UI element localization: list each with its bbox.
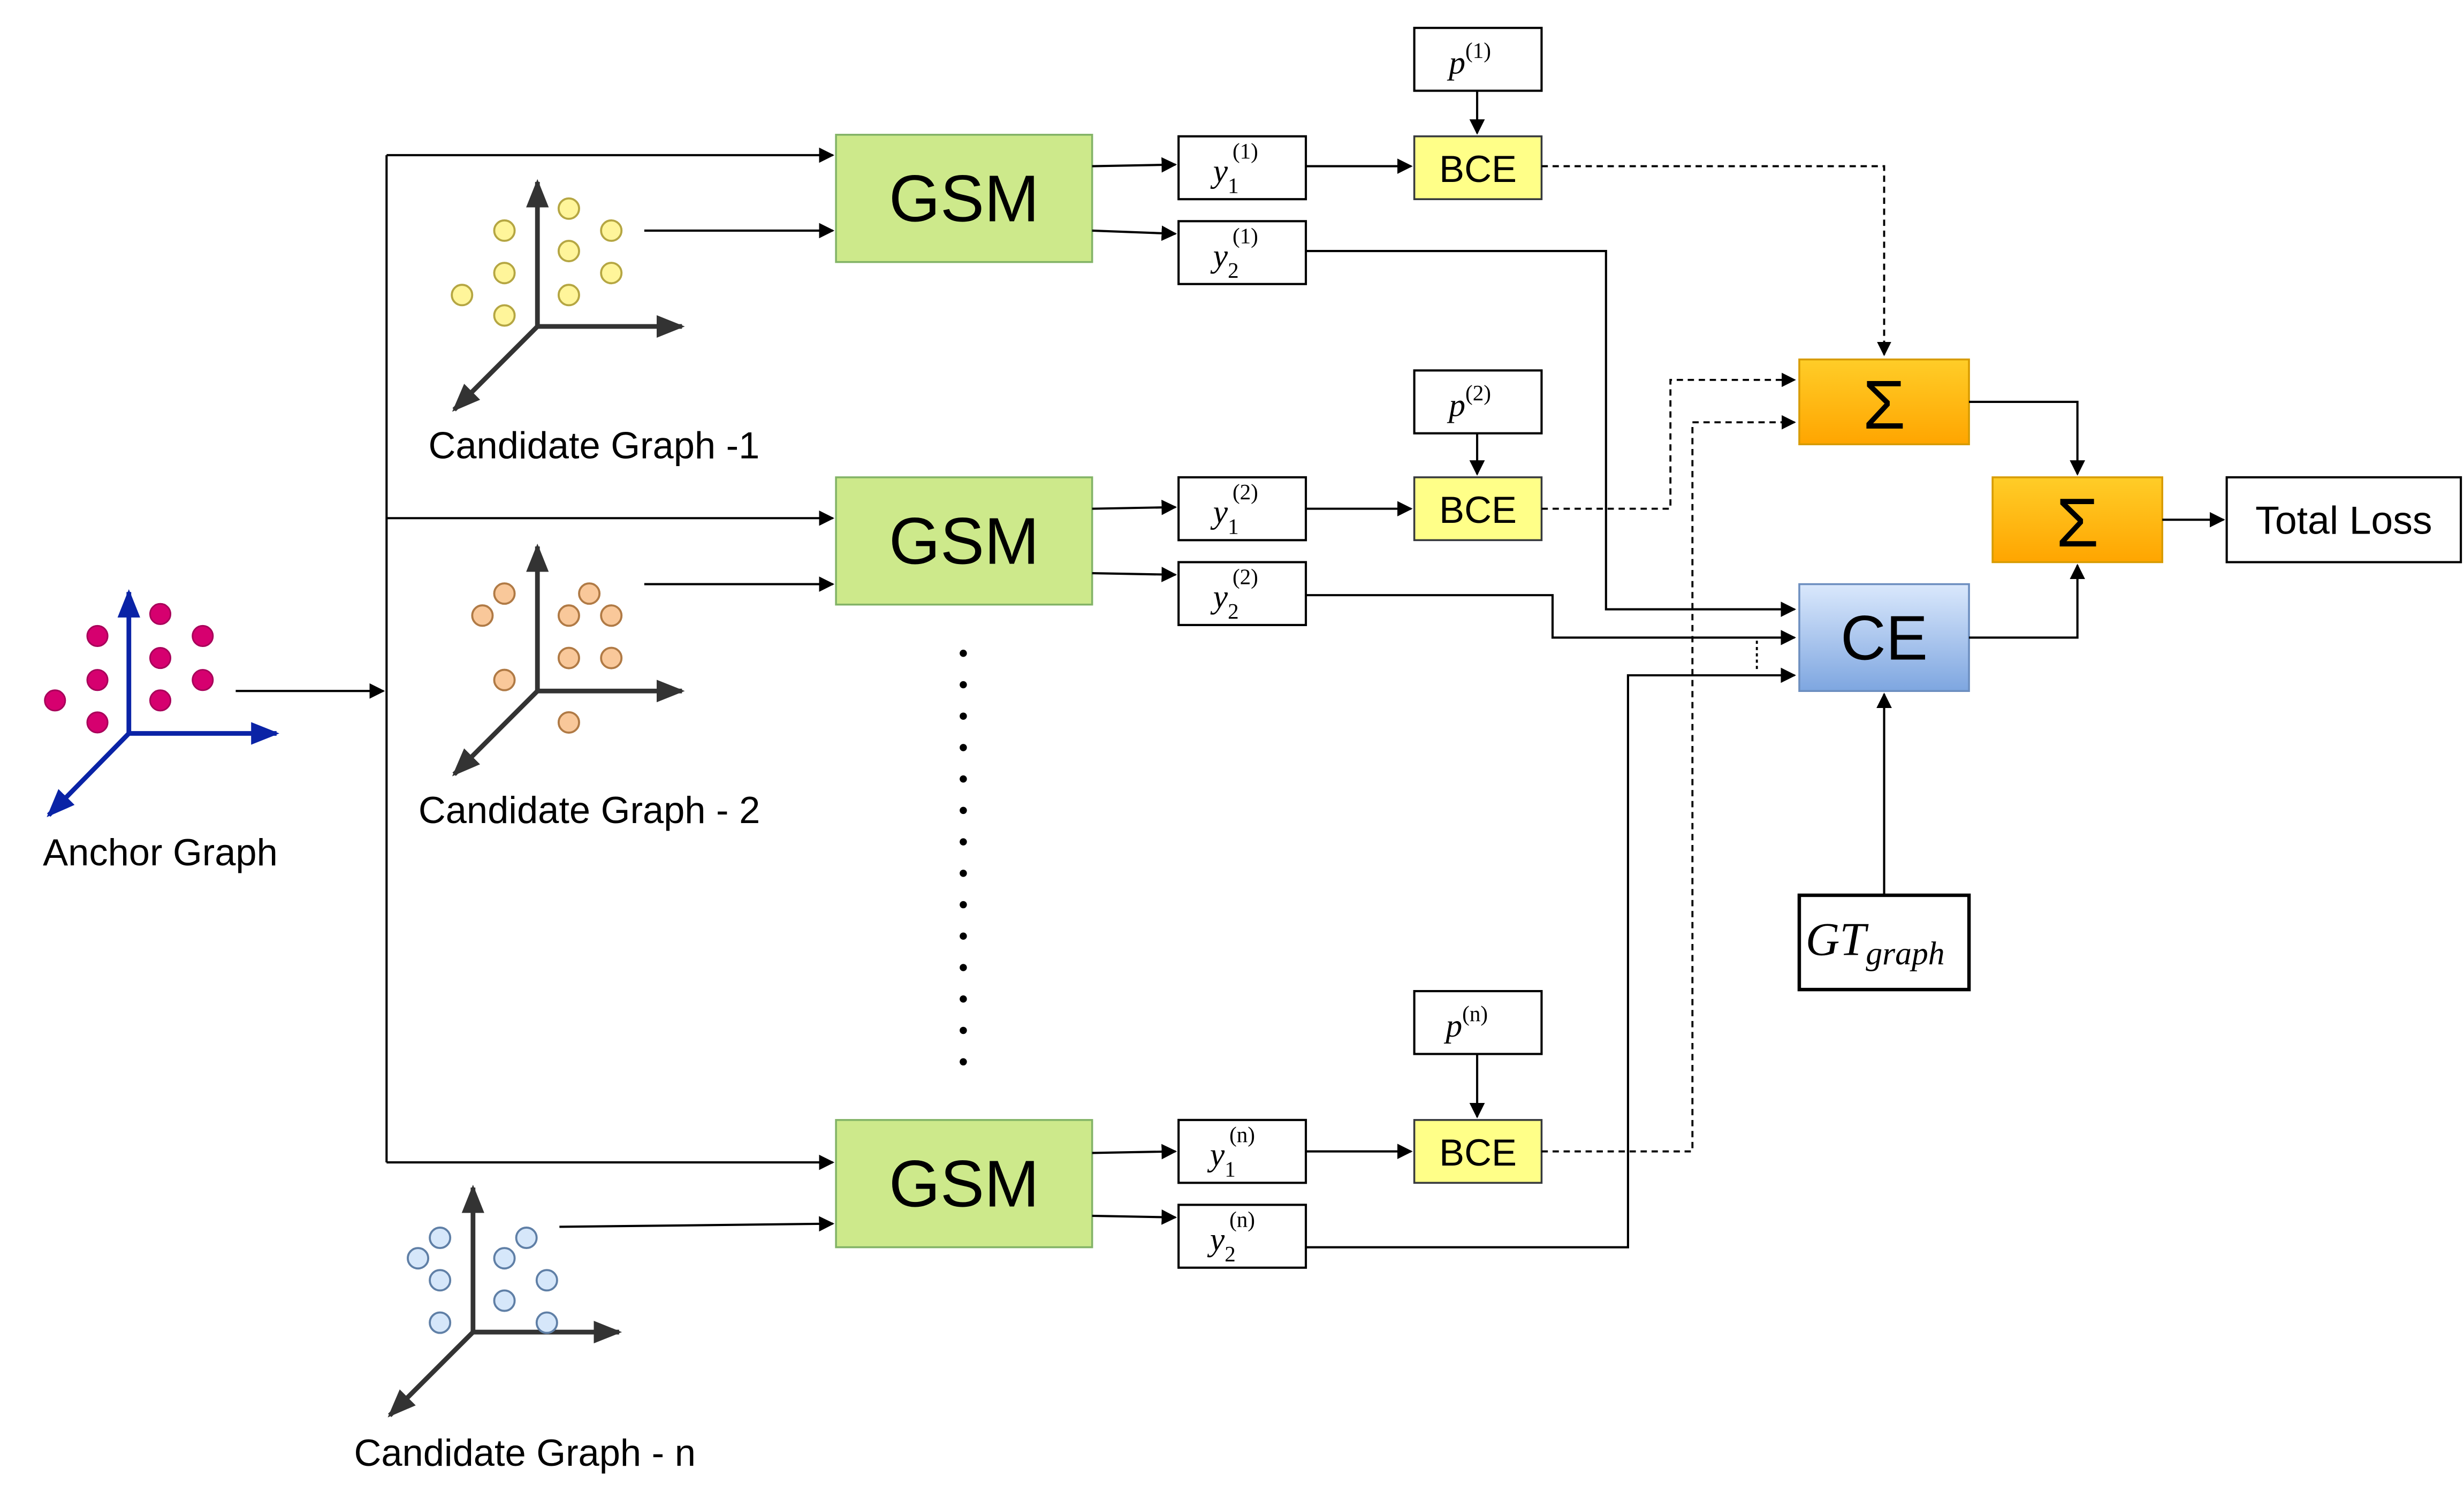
p-box-1 (1413, 27, 1543, 92)
ce-block (1798, 583, 1970, 692)
gsm-label-n: GSM (889, 1147, 1039, 1221)
sum-block-bce (1798, 358, 1970, 446)
y1-box-n (1177, 1118, 1307, 1184)
y1-box-1 (1177, 135, 1307, 201)
y2-box-2 (1177, 561, 1307, 626)
y1-box-2 (1177, 476, 1307, 542)
ce-label: CE (1841, 603, 1928, 673)
total-loss-label: Total Loss (2255, 499, 2432, 543)
p-label-2: p(2) (1447, 380, 1491, 423)
bce-label-1: BCE (1439, 148, 1517, 190)
y1-label-1: y1(1) (1210, 139, 1258, 198)
sum-block-total (1991, 476, 2164, 564)
row-2: GSM y1(2) y2(2) p(2) BCE (835, 369, 1543, 626)
row-n: GSM y1(n) y2(n) p(n) BCE (835, 989, 1543, 1269)
candidate-graph-n-label: Candidate Graph - n (354, 1432, 696, 1474)
loss-combination-lines (1876, 400, 2225, 895)
candidate-graph-2-label: Candidate Graph - 2 (419, 789, 760, 831)
y1-label-2: y1(2) (1210, 479, 1258, 539)
anchor-distribution-lines (235, 147, 835, 1232)
p-label-1: p(1) (1447, 38, 1491, 81)
y2-box-1 (1177, 220, 1307, 285)
gsm-block-1 (835, 134, 1093, 263)
anchor-graph-icon (44, 589, 280, 817)
gt-graph-label: GTgraph (1806, 914, 1945, 972)
y2-box-n (1177, 1204, 1307, 1269)
gt-graph-box (1797, 893, 1971, 992)
sum-symbol-bce: Σ (1863, 367, 1906, 444)
y1-label-n: y1(n) (1207, 1122, 1255, 1182)
y2-label-2: y2(2) (1210, 565, 1258, 624)
gsm-block-n (835, 1119, 1093, 1249)
y2-label-1: y2(1) (1210, 223, 1258, 283)
bce-label-n: BCE (1439, 1131, 1517, 1174)
ellipsis-dots (960, 650, 967, 1065)
bce-label-2: BCE (1439, 489, 1517, 531)
gsm-label-1: GSM (889, 162, 1039, 235)
y2-routing-lines (1306, 250, 1797, 1249)
candidate-graph-2-icon (452, 543, 685, 777)
total-loss-box (2225, 476, 2462, 564)
anchor-graph-label: Anchor Graph (43, 831, 278, 873)
row-1: GSM y1(1) y2(1) p(1) BCE (835, 27, 1543, 285)
bce-block-n (1413, 1119, 1543, 1184)
candidate-graph-1-label: Candidate Graph -1 (428, 424, 759, 467)
candidate-graph-1-icon (451, 179, 685, 412)
sum-symbol-total: Σ (2056, 484, 2099, 561)
gsm-label-2: GSM (889, 504, 1039, 578)
gsm-block-2 (835, 476, 1093, 606)
p-label-n: p(n) (1443, 1001, 1488, 1044)
candidate-graph-n-icon (387, 1184, 622, 1418)
y2-label-n: y2(n) (1207, 1207, 1255, 1266)
bce-block-1 (1413, 135, 1543, 200)
